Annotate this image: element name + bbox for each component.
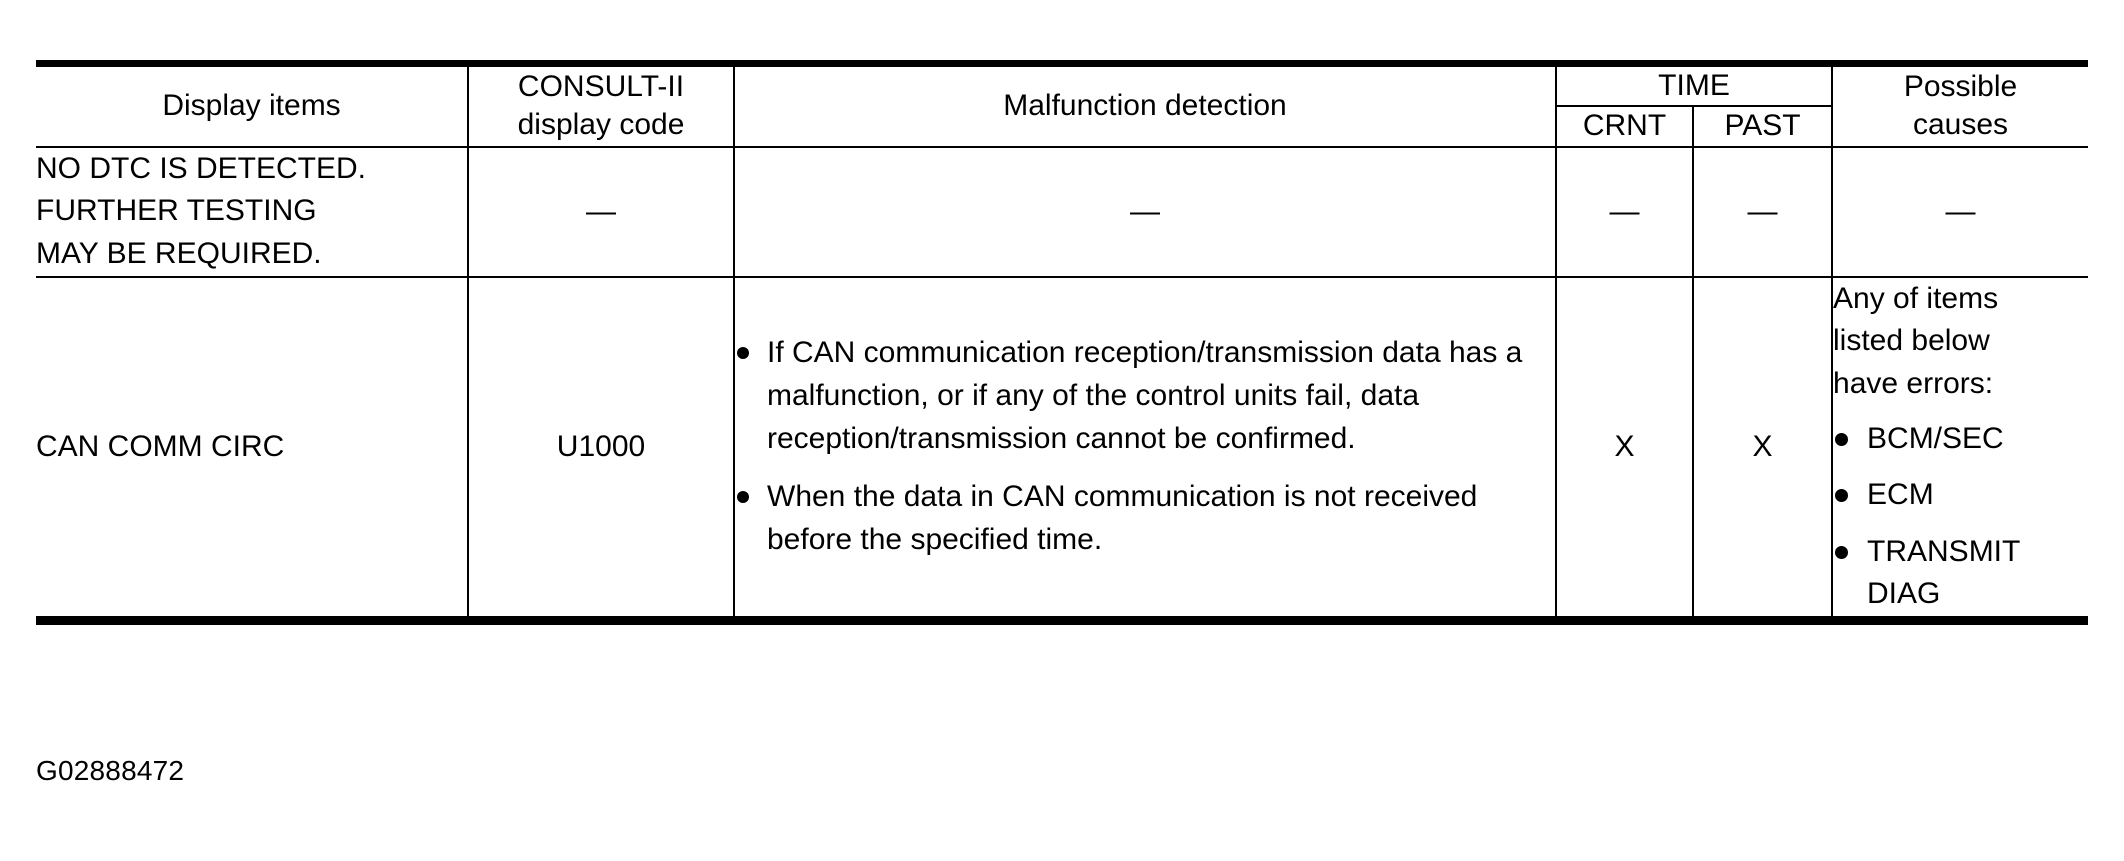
cell-time-crnt-x: X <box>1555 275 1694 618</box>
list-item: If CAN communication reception/transmiss… <box>735 332 1555 460</box>
malfunction-bullet-list: If CAN communication reception/transmiss… <box>735 332 1555 561</box>
cell-possible-causes-can: Any of items listed below have errors: B… <box>1831 275 2089 618</box>
possible-causes-label-line2: causes <box>1912 108 2009 142</box>
causes-intro-line-2: listed below <box>1833 324 1990 358</box>
no-dtc-line-1: NO DTC IS DETECTED. <box>36 151 367 185</box>
cell-time-past-none: — <box>1691 145 1834 278</box>
no-dtc-line-2: FURTHER TESTING <box>36 194 317 228</box>
cause-item-transmit-diag: TRANSMIT DIAG <box>1867 534 2020 611</box>
cell-consult-code-u1000: U1000 <box>467 275 735 618</box>
consult-code-label-line1: CONSULT-II <box>517 70 685 103</box>
cell-consult-code-none: — <box>467 145 735 278</box>
cell-display-items-can-comm-circ: CAN COMM CIRC <box>36 275 469 618</box>
table-top-rule <box>36 60 2088 67</box>
malfunction-bullet-2-text: When the data in CAN communication is no… <box>767 480 1478 556</box>
bullet-dot-icon <box>737 491 749 504</box>
consult-code-label-line2: display code <box>517 108 685 142</box>
cause-item-ecm: ECM <box>1867 478 1934 512</box>
bullet-dot-icon <box>737 347 749 360</box>
cell-malfunction-detection-none: — <box>733 145 1557 278</box>
table-row: CAN COMM CIRC U1000 If CAN communication… <box>36 275 2089 618</box>
figure-caption: G02888472 <box>36 755 185 786</box>
bullet-dot-icon <box>1835 432 1849 446</box>
malfunction-bullet-1-text: If CAN communication reception/transmiss… <box>767 336 1523 455</box>
cell-time-crnt-none: — <box>1555 145 1694 278</box>
table-bottom-rule <box>36 617 2088 625</box>
possible-causes-label-line1: Possible <box>1903 70 2018 103</box>
header-row-primary: Display items CONSULT-II display code Ma… <box>36 67 2089 148</box>
bullet-dot-icon <box>1835 545 1849 559</box>
table-header: Display items CONSULT-II display code Ma… <box>36 67 2089 148</box>
possible-causes-list: BCM/SEC ECM TRANSMIT DIAG <box>1833 418 2088 616</box>
column-header-time: TIME <box>1554 67 1834 108</box>
list-item: When the data in CAN communication is no… <box>735 476 1555 561</box>
list-item: TRANSMIT DIAG <box>1833 531 2088 616</box>
cell-malfunction-detection-can: If CAN communication reception/transmiss… <box>733 275 1557 618</box>
column-header-consult-code: CONSULT-II display code <box>467 67 735 148</box>
no-dtc-line-3: MAY BE REQUIRED. <box>36 237 322 271</box>
cell-time-past-x: X <box>1691 275 1834 618</box>
bullet-dot-icon <box>1835 489 1849 503</box>
possible-causes-intro: Any of items listed below have errors: <box>1833 278 2088 406</box>
table-row: NO DTC IS DETECTED. FURTHER TESTING MAY … <box>36 145 2089 278</box>
column-header-time-past: PAST <box>1691 105 1833 148</box>
cell-possible-causes-none: — <box>1831 145 2089 278</box>
cell-display-items-no-dtc: NO DTC IS DETECTED. FURTHER TESTING MAY … <box>36 145 469 278</box>
column-header-display-items: Display items <box>36 67 469 148</box>
dtc-index-table: Display items CONSULT-II display code Ma… <box>36 67 2089 618</box>
header-row-secondary: CRNT PAST <box>36 105 2088 148</box>
column-header-malfunction-detection: Malfunction detection <box>733 67 1557 148</box>
column-header-time-crnt: CRNT <box>1556 105 1694 148</box>
cause-item-bcm-sec: BCM/SEC <box>1867 421 2004 455</box>
dtc-table-container: Display items CONSULT-II display code Ma… <box>36 60 2089 625</box>
causes-intro-line-3: have errors: <box>1833 366 1994 400</box>
column-header-possible-causes: Possible causes <box>1831 67 2089 148</box>
causes-intro-line-1: Any of items <box>1833 281 1999 315</box>
list-item: ECM <box>1833 474 2088 517</box>
table-body: NO DTC IS DETECTED. FURTHER TESTING MAY … <box>36 145 2089 618</box>
list-item: BCM/SEC <box>1833 418 2088 461</box>
